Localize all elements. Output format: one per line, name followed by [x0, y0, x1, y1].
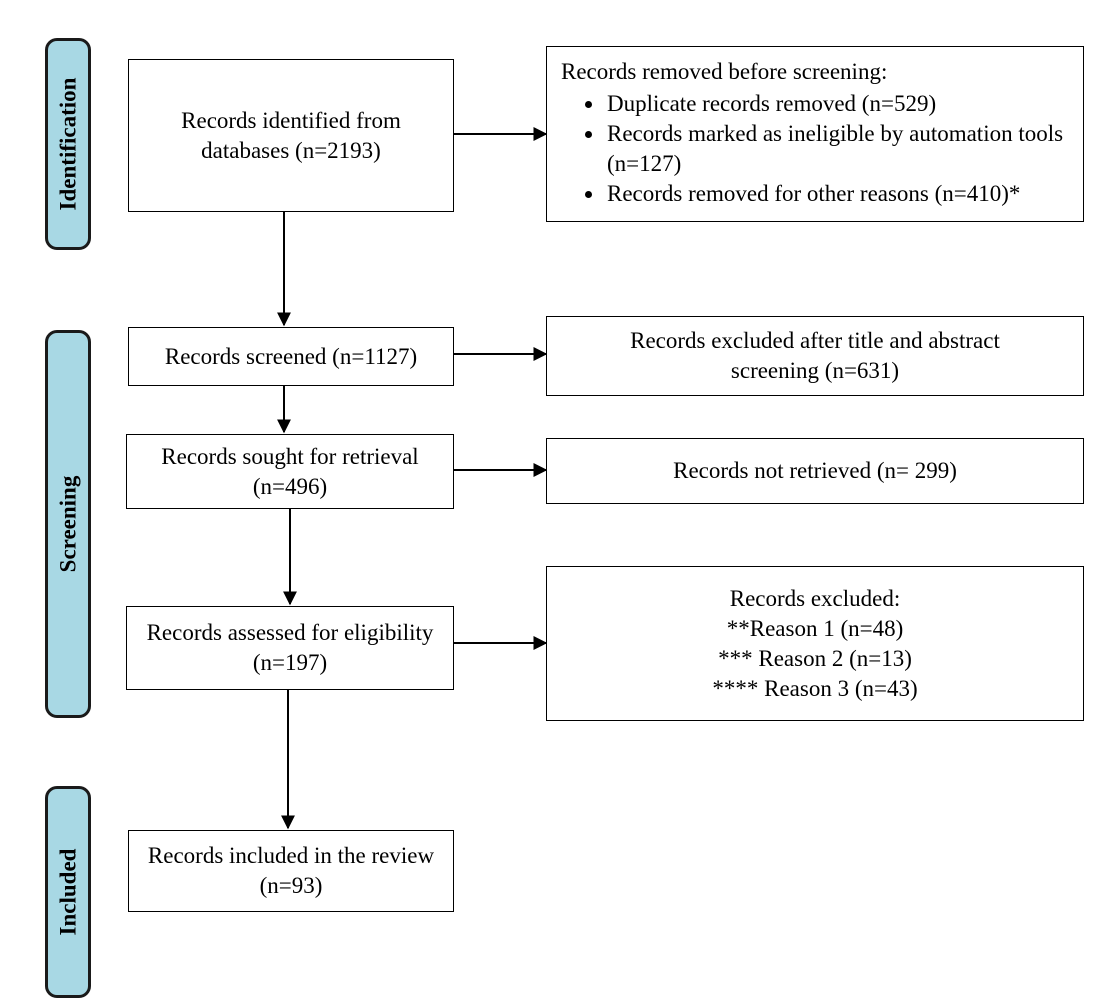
- box-records-assessed: Records assessed for eligibility (n=197): [126, 606, 454, 690]
- phase-included: Included: [45, 786, 91, 998]
- phase-identification: Identification: [45, 38, 91, 250]
- box-records-not-retrieved: Records not retrieved (n= 299): [546, 438, 1084, 504]
- excluded-reason-1: **Reason 1 (n=48): [726, 615, 904, 641]
- box-records-sought: Records sought for retrieval (n=496): [126, 434, 454, 509]
- records-identified-text: Records identified from databases (n=219…: [181, 107, 401, 163]
- box-records-included: Records included in the review (n=93): [128, 830, 454, 912]
- box-records-removed: Records removed before screening: Duplic…: [546, 46, 1084, 222]
- phase-screening: Screening: [45, 330, 91, 718]
- excluded-reason-2: *** Reason 2 (n=13): [718, 645, 912, 671]
- records-screened-text: Records screened (n=1127): [164, 343, 418, 369]
- box-records-excluded-title-abstract: Records excluded after title and abstrac…: [546, 316, 1084, 396]
- box-records-screened: Records screened (n=1127): [128, 327, 454, 386]
- records-removed-list: Duplicate records removed (n=529) Record…: [561, 89, 1069, 209]
- removed-item-duplicates: Duplicate records removed (n=529): [605, 89, 1069, 119]
- records-included-text: Records included in the review (n=93): [147, 843, 435, 898]
- records-removed-title: Records removed before screening:: [561, 59, 888, 84]
- removed-item-other: Records removed for other reasons (n=410…: [605, 179, 1069, 209]
- box-records-identified: Records identified from databases (n=219…: [128, 59, 454, 212]
- box-records-excluded: Records excluded: **Reason 1 (n=48) *** …: [546, 566, 1084, 721]
- records-sought-text: Records sought for retrieval (n=496): [161, 443, 419, 499]
- records-excluded-title: Records excluded:: [729, 585, 901, 611]
- records-excluded-title-abstract-text: Records excluded after title and abstrac…: [630, 328, 1000, 383]
- records-assessed-text: Records assessed for eligibility (n=197): [146, 620, 434, 675]
- records-not-retrieved-text: Records not retrieved (n= 299): [673, 458, 957, 483]
- removed-item-automation: Records marked as ineligible by automati…: [605, 119, 1069, 179]
- excluded-reason-3: **** Reason 3 (n=43): [712, 675, 918, 701]
